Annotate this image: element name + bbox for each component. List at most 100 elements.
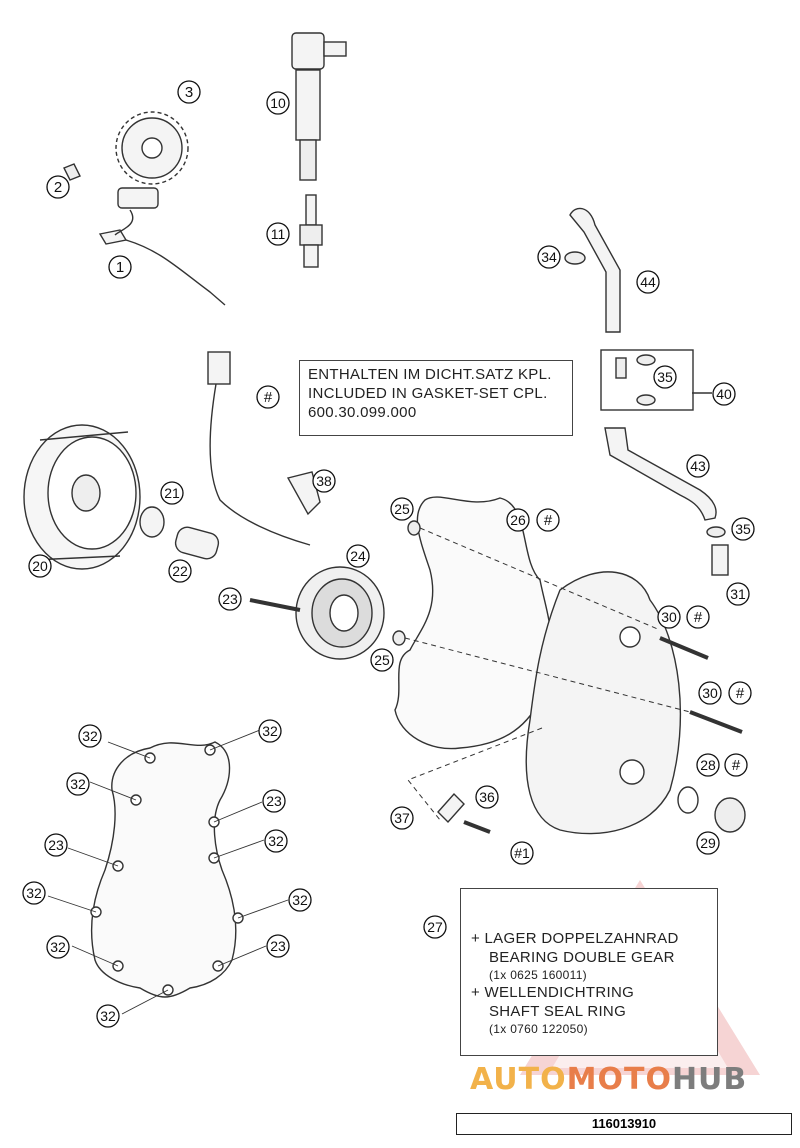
note-line-3: 600.30.099.000 bbox=[308, 404, 417, 421]
callout-circle bbox=[726, 582, 750, 606]
note-line-1: ENTHALTEN IM DICHT.SATZ KPL. bbox=[308, 366, 552, 383]
callout-circle bbox=[44, 833, 68, 857]
callout-circle bbox=[266, 222, 290, 246]
callout-circle bbox=[78, 724, 102, 748]
callout-label: 2 bbox=[54, 179, 62, 196]
callout-label: # bbox=[264, 389, 273, 406]
callout-label: 43 bbox=[690, 458, 706, 474]
callout-label: 27 bbox=[427, 919, 443, 935]
callout-circle bbox=[712, 382, 736, 406]
callout-label: 1 bbox=[116, 259, 124, 276]
washer-part bbox=[139, 506, 165, 538]
callout-label: 3 bbox=[185, 84, 193, 101]
breather-hose-lower-part bbox=[604, 427, 717, 521]
callout-circle bbox=[686, 605, 710, 629]
bearing-note: + LAGER DOPPELZAHNRAD BEARING DOUBLE GEA… bbox=[460, 888, 718, 1056]
callout-label: 30 bbox=[702, 685, 718, 701]
callout-label: 23 bbox=[266, 793, 282, 809]
callout-label: 32 bbox=[100, 1008, 116, 1024]
callout-circle bbox=[258, 719, 282, 743]
spark-plug-part bbox=[299, 194, 323, 268]
callout-label: 30 bbox=[661, 609, 677, 625]
callout-circle bbox=[262, 789, 286, 813]
callout-circle bbox=[423, 915, 447, 939]
callout-label: 44 bbox=[640, 274, 656, 290]
callout-circle bbox=[390, 497, 414, 521]
callout-label: 32 bbox=[292, 892, 308, 908]
callout-circle bbox=[264, 829, 288, 853]
callout-label: 32 bbox=[26, 885, 42, 901]
callout-circle bbox=[266, 934, 290, 958]
ignition-coil-part bbox=[291, 32, 347, 181]
callout-circle bbox=[506, 508, 530, 532]
callout-label: 28 bbox=[700, 757, 716, 773]
callout-circle bbox=[728, 681, 752, 705]
callout-circle bbox=[536, 508, 560, 532]
callout-label: 36 bbox=[479, 789, 495, 805]
callout-circle bbox=[28, 554, 52, 578]
bushing-part bbox=[174, 526, 220, 560]
callout-circle bbox=[288, 888, 312, 912]
callout-label: 10 bbox=[270, 95, 286, 111]
flywheel-part bbox=[23, 424, 141, 570]
callout-label: 32 bbox=[70, 776, 86, 792]
callout-label: 32 bbox=[50, 939, 66, 955]
callout-circle bbox=[731, 517, 755, 541]
sprocket-part bbox=[115, 111, 189, 185]
note2-line-6: (1x 0760 122050) bbox=[489, 1022, 588, 1036]
callout-circle bbox=[46, 935, 70, 959]
callout-label: # bbox=[694, 609, 703, 626]
callout-circle bbox=[218, 587, 242, 611]
callout-label: 37 bbox=[394, 810, 410, 826]
note2-line-1: + LAGER DOPPELZAHNRAD bbox=[471, 930, 679, 947]
hose-clamp-part bbox=[564, 251, 586, 265]
valve-part bbox=[711, 544, 729, 576]
callout-label: #1 bbox=[514, 845, 530, 861]
cover-screw-part bbox=[689, 710, 743, 734]
callout-circle bbox=[724, 753, 748, 777]
callout-label: 32 bbox=[262, 723, 278, 739]
callout-circle bbox=[636, 270, 660, 294]
callout-label: 32 bbox=[82, 728, 98, 744]
callout-circle bbox=[312, 469, 336, 493]
callout-label: # bbox=[544, 512, 553, 529]
gasket-set-note: ENTHALTEN IM DICHT.SATZ KPL. INCLUDED IN… bbox=[299, 360, 573, 436]
callout-circle bbox=[370, 648, 394, 672]
plug-part bbox=[714, 797, 746, 833]
callout-label: 24 bbox=[350, 548, 366, 564]
callout-circle bbox=[657, 605, 681, 629]
callout-label: 23 bbox=[48, 837, 64, 853]
callout-label: 40 bbox=[716, 386, 732, 402]
callout-circle bbox=[390, 806, 414, 830]
note2-line-2: BEARING DOUBLE GEAR bbox=[489, 949, 675, 966]
callout-circle bbox=[346, 544, 370, 568]
breather-hose-upper-part bbox=[569, 207, 621, 333]
callout-label: 34 bbox=[541, 249, 557, 265]
callout-label: 31 bbox=[730, 586, 746, 602]
callout-label: # bbox=[736, 685, 745, 702]
note2-line-4: + WELLENDICHTRING bbox=[471, 984, 635, 1001]
cover-screw-part bbox=[659, 636, 709, 660]
callout-circle bbox=[96, 1004, 120, 1028]
callout-circle bbox=[266, 91, 290, 115]
callout-label: 35 bbox=[657, 369, 673, 385]
callout-label: 25 bbox=[374, 652, 390, 668]
pickup-sensor-part bbox=[63, 163, 226, 306]
callout-circle bbox=[66, 772, 90, 796]
callout-label: 32 bbox=[268, 833, 284, 849]
callout-circle bbox=[698, 681, 722, 705]
callout-circle bbox=[160, 481, 184, 505]
gasket-part bbox=[394, 496, 552, 750]
cover-gasket-part bbox=[90, 741, 237, 998]
callout-label: # bbox=[732, 757, 741, 774]
callout-circle bbox=[696, 831, 720, 855]
callout-label: 26 bbox=[510, 512, 526, 528]
callout-circle bbox=[686, 454, 710, 478]
callout-label: 11 bbox=[271, 226, 286, 242]
callout-circle bbox=[168, 559, 192, 583]
callout-label: 23 bbox=[222, 591, 238, 607]
callout-circle bbox=[475, 785, 499, 809]
note2-line-5: SHAFT SEAL RING bbox=[489, 1003, 627, 1020]
callout-circle bbox=[653, 365, 677, 389]
diagram-code: 116013910 bbox=[456, 1113, 792, 1135]
